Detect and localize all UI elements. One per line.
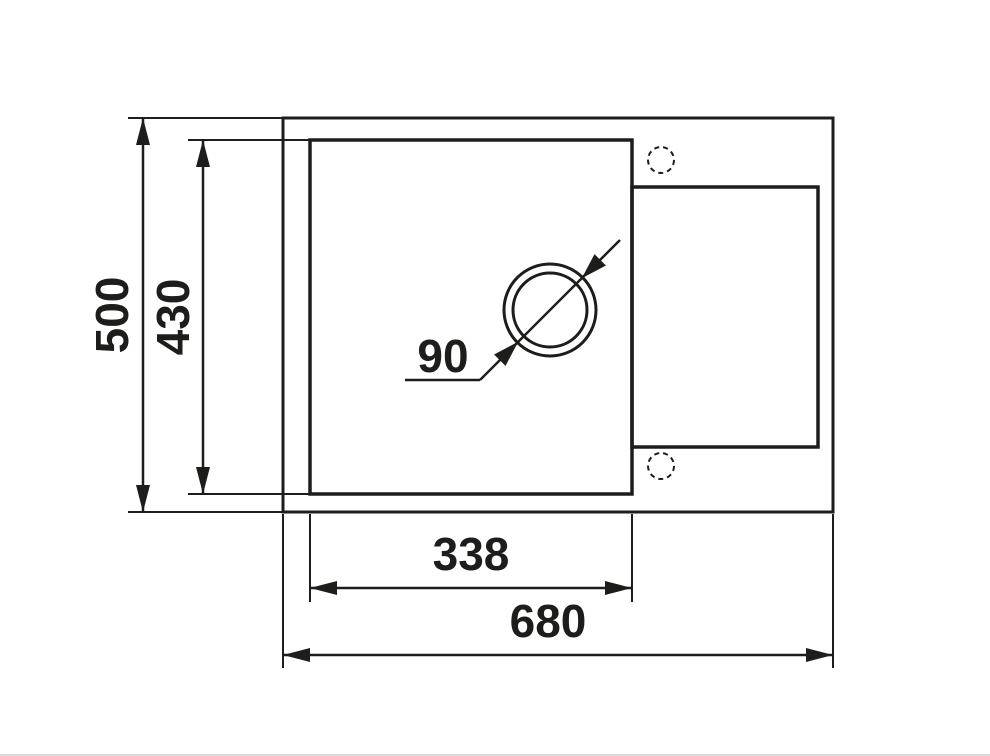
sink-outer-outline: [281, 116, 835, 514]
bowl-depth-label: 430: [147, 279, 199, 356]
drain-hole-inner-circle: [511, 271, 589, 349]
drain-dimension-arrow-upper-icon: [581, 254, 606, 279]
overall-depth-label: 500: [86, 277, 138, 354]
drain-diameter-label: 90: [417, 330, 468, 382]
bowl-outline: [308, 138, 634, 496]
mounting-hole-top: [647, 146, 675, 174]
image-bottom-border: [0, 754, 990, 756]
bowl-width-label: 338: [433, 528, 510, 580]
drainboard-outline: [630, 185, 820, 449]
overall-width-label: 680: [510, 595, 587, 647]
drain-dimension-arrow-lower-icon: [494, 341, 519, 366]
mounting-hole-bottom: [647, 452, 675, 480]
drain-hole-outer-circle: [502, 262, 598, 358]
